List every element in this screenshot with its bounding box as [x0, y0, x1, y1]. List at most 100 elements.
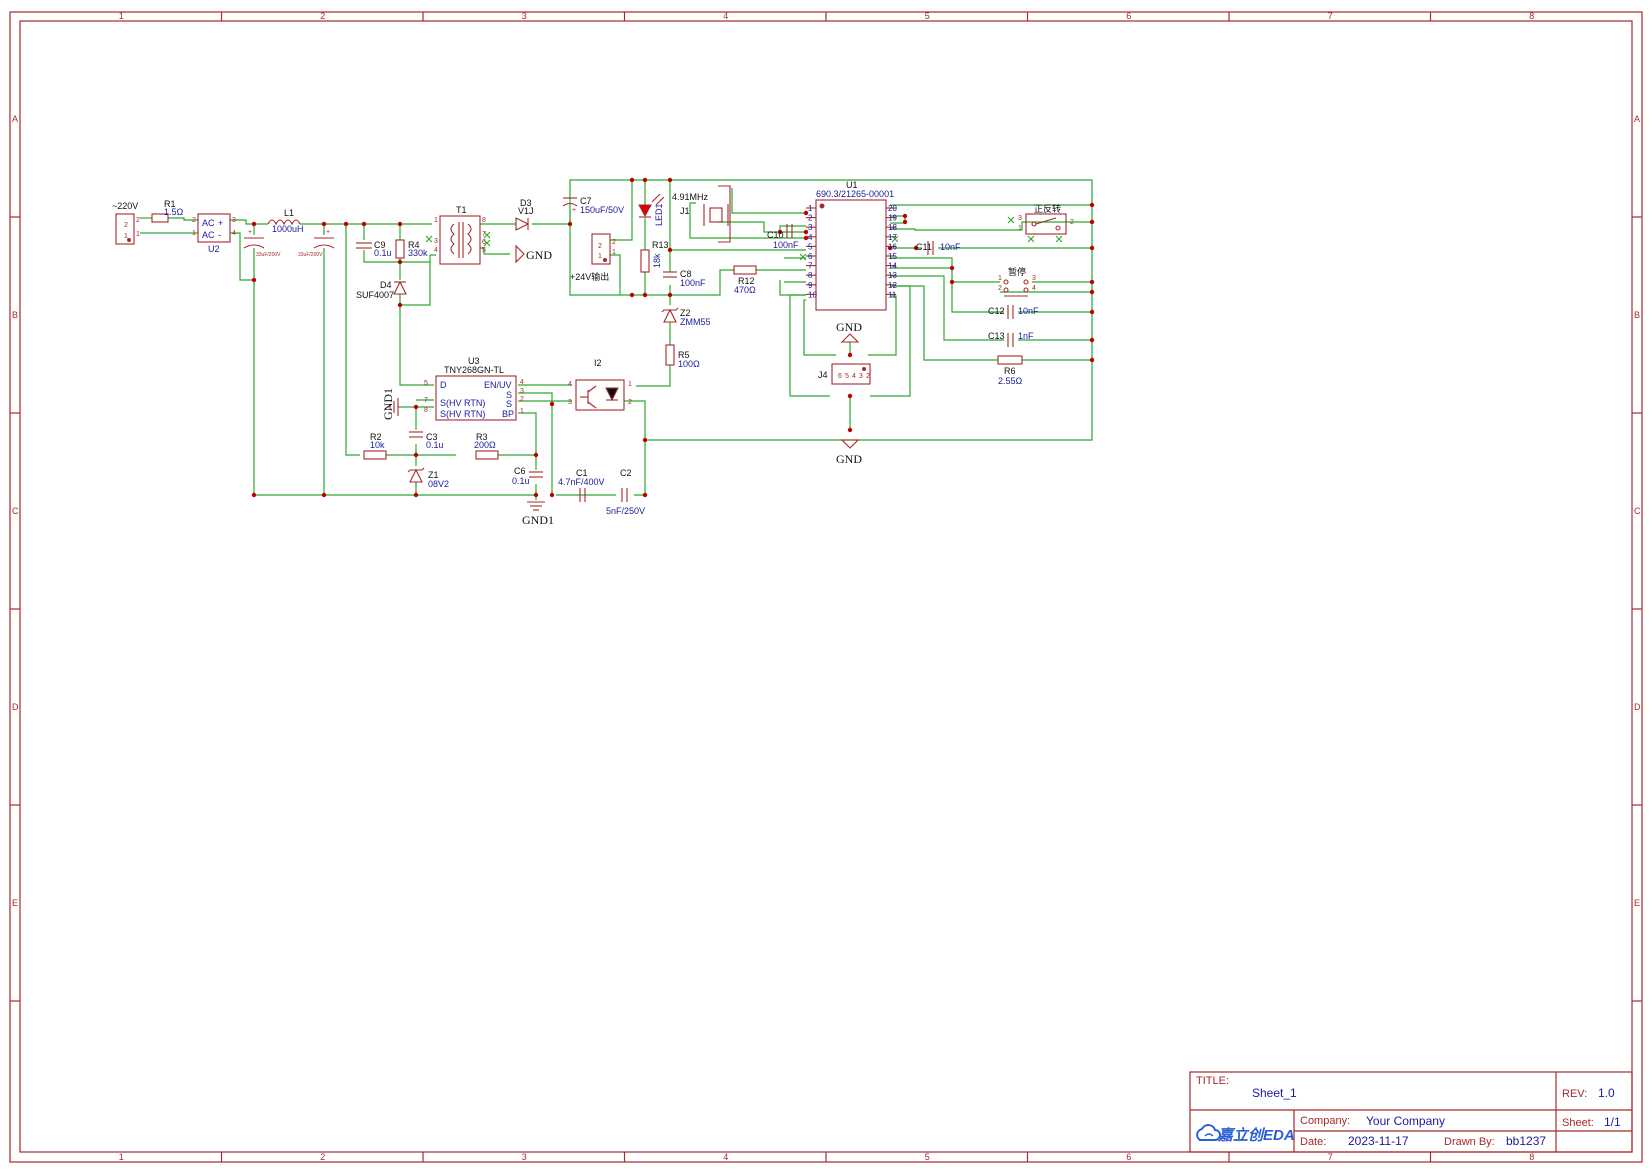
capacitor-c6[interactable]: [529, 471, 543, 478]
resistor-r5[interactable]: [665, 344, 675, 366]
capacitor-c1[interactable]: [579, 488, 586, 502]
c10-value: 100nF: [773, 240, 799, 250]
switch-forward-reverse[interactable]: 312: [1018, 213, 1074, 235]
capacitor-c4[interactable]: +: [243, 229, 265, 249]
optocoupler-i2[interactable]: 43 12: [568, 379, 632, 411]
column-label-top: 4: [723, 11, 728, 21]
capacitor-c8[interactable]: [663, 271, 677, 278]
output-connector[interactable]: 21 21: [591, 233, 616, 265]
no-connect-markers: [425, 216, 1063, 261]
junction-dot: [642, 437, 648, 443]
r13-ref: R13: [652, 240, 669, 250]
z1-ref: Z1: [428, 470, 439, 480]
ac-input-label: ~220V: [112, 201, 138, 211]
t1-ref: T1: [456, 205, 467, 215]
row-label-left: A: [12, 114, 18, 124]
u1-pin-right: 18: [888, 223, 897, 232]
ac-input-connector[interactable]: 21 21: [115, 213, 140, 245]
junction-dot: [397, 302, 403, 308]
c10-ref: C10: [767, 230, 784, 240]
capacitor-c11[interactable]: [927, 241, 934, 255]
zener-z1[interactable]: [407, 467, 425, 483]
r2-ref: R2: [370, 432, 382, 442]
z1-value: 08V2: [428, 479, 449, 489]
u1-pin-right: 12: [888, 281, 897, 290]
j4-ref: J4: [818, 370, 828, 380]
resistor-r2[interactable]: [363, 450, 387, 460]
svg-text:1: 1: [192, 230, 196, 237]
capacitor-c9[interactable]: [356, 242, 372, 249]
c3-value: 0.1u: [426, 440, 444, 450]
junction-dot: [1089, 357, 1095, 363]
capacitor-c13[interactable]: [1007, 333, 1014, 347]
capacitor-c2[interactable]: [621, 488, 628, 502]
inductor-l1[interactable]: [267, 219, 301, 226]
row-label-left: E: [12, 898, 18, 908]
capacitor-c12[interactable]: [1007, 305, 1014, 319]
zener-z2[interactable]: [661, 307, 679, 323]
junction-dot: [949, 265, 955, 271]
led-1[interactable]: [638, 193, 665, 218]
column-label-bottom: 8: [1529, 1152, 1534, 1162]
junction-dot: [642, 292, 648, 298]
c8-ref: C8: [680, 269, 692, 279]
u1-pin-right: 15: [888, 252, 897, 261]
title-key: TITLE:: [1196, 1075, 1229, 1087]
gnd-symbol-lower: [840, 439, 860, 449]
capacitor-c3[interactable]: [409, 431, 423, 438]
resistor-r12[interactable]: [733, 265, 757, 275]
crystal-j1[interactable]: [703, 185, 731, 243]
capacitor-c10[interactable]: [786, 224, 793, 238]
junction-dot: [803, 229, 809, 235]
resistor-r1[interactable]: [151, 213, 169, 223]
junction-dot: [667, 247, 673, 253]
u1-pin-right: 20: [888, 204, 897, 213]
diode-d3[interactable]: [515, 217, 530, 231]
c5-value: 33uF/200V: [298, 252, 323, 258]
gnd-symbol-upper: [840, 333, 860, 343]
svg-text:2: 2: [124, 222, 128, 229]
capacitor-c5[interactable]: +: [313, 229, 335, 249]
bridge-rectifier-u2[interactable]: 21 34: [192, 213, 236, 243]
svg-text:2: 2: [998, 285, 1002, 292]
r1-ref: R1: [164, 199, 176, 209]
junction-dot: [567, 221, 573, 227]
svg-text:2: 2: [598, 243, 602, 250]
capacitor-c7[interactable]: +: [562, 197, 578, 214]
resistor-r3[interactable]: [475, 450, 499, 460]
switch-pause[interactable]: 12 34: [998, 275, 1036, 297]
sheet-title: Sheet_1: [1252, 1086, 1297, 1100]
svg-text:4: 4: [232, 230, 236, 237]
u3-ref: U3: [468, 356, 480, 366]
u1-pin-right: 13: [888, 271, 897, 280]
wires: [140, 179, 1093, 500]
junction-dot: [549, 492, 555, 498]
column-label-top: 7: [1328, 11, 1333, 21]
c11-ref: C11: [916, 242, 932, 252]
column-label-bottom: 6: [1126, 1152, 1131, 1162]
row-label-right: C: [1634, 506, 1641, 516]
svg-text:4: 4: [520, 379, 524, 386]
gnd-net-label-c: GND: [836, 452, 862, 466]
column-label-top: 5: [925, 11, 930, 21]
diode-d4[interactable]: [393, 280, 407, 295]
sheet-value: 1/1: [1604, 1115, 1621, 1129]
column-label-top: 8: [1529, 11, 1534, 21]
r6-ref: R6: [1004, 366, 1016, 376]
column-label-bottom: 5: [925, 1152, 930, 1162]
resistor-r13[interactable]: [640, 249, 650, 273]
junction-dot: [321, 492, 327, 498]
company-key: Company:: [1300, 1115, 1350, 1127]
junction-dot: [847, 427, 853, 433]
u2-ac2: AC: [202, 230, 215, 240]
svg-text:3: 3: [1018, 215, 1022, 222]
r1-value: 1.5Ω: [164, 207, 184, 217]
junction-dot: [413, 452, 419, 458]
u2-ref: U2: [208, 244, 220, 254]
resistor-r6[interactable]: [997, 355, 1023, 365]
resistor-r4[interactable]: [395, 239, 405, 259]
